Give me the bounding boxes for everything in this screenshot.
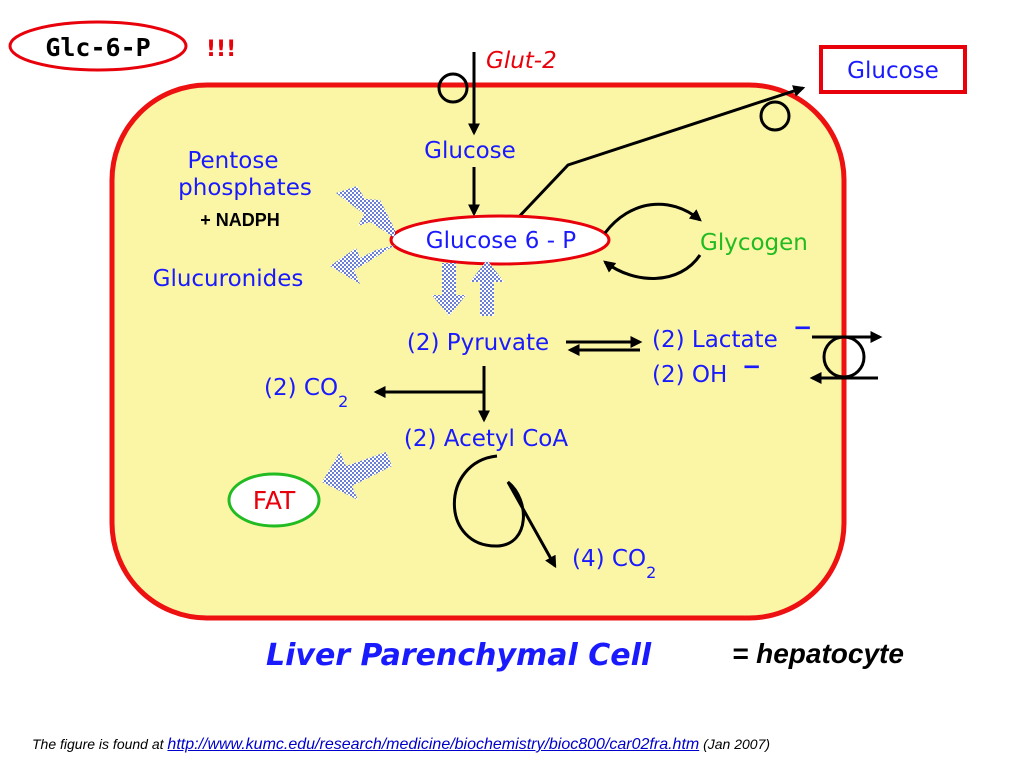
- nadph-label: + NADPH: [200, 210, 280, 230]
- glucose-in-label: Glucose: [424, 138, 516, 164]
- cell-caption-equals: = hepatocyte: [732, 638, 904, 669]
- exclaim-mark: !!!: [206, 37, 236, 62]
- glut2-label: Glut-2: [486, 48, 557, 74]
- co2-bottom-label: (4) CO2: [572, 546, 656, 582]
- g6p-to-pyruvate-hatched-arrow: [432, 263, 466, 316]
- co2-left-label: (2) CO2: [264, 375, 348, 411]
- g6p-to-glycogen-arrow: [603, 202, 702, 234]
- glucose-export-label: Glucose: [847, 58, 939, 84]
- pyruvate-label: (2) Pyruvate: [407, 330, 549, 356]
- glut2-transporter-icon: [437, 72, 469, 104]
- tca-cycle-arrow: [453, 454, 557, 569]
- glucose-export-box: [819, 45, 967, 94]
- glucose-export-arrow: [512, 85, 806, 224]
- pentose-label: Pentose: [187, 148, 278, 174]
- source-link[interactable]: http://www.kumc.edu/research/medicine/bi…: [167, 736, 700, 753]
- pyruvate-to-g6p-hatched-arrow: [470, 260, 504, 316]
- acetyl-to-fat-hatched-arrow: [322, 452, 392, 500]
- footer-suffix: (Jan 2007): [703, 736, 771, 752]
- lactate-minus: −: [793, 315, 812, 341]
- glycogen-to-g6p-arrow: [603, 254, 702, 280]
- glc6p-tag-ellipse: [8, 20, 188, 72]
- g6p-label: Glucose 6 - P: [426, 228, 577, 254]
- pentose-hatched-arrow: [336, 186, 395, 238]
- oh-minus: −: [742, 354, 761, 380]
- footer-prefix: The figure is found at: [32, 736, 164, 752]
- glucuronides-hatched-arrow: [330, 245, 395, 284]
- g6p-highlight-ellipse: [389, 214, 611, 266]
- glc6p-tag-label: Glc-6-P: [45, 33, 150, 62]
- phosphates-label: phosphates: [178, 175, 312, 201]
- fat-ellipse: [227, 472, 321, 528]
- source-footer: The figure is found at http://www.kumc.e…: [32, 736, 1012, 754]
- fat-label: FAT: [253, 486, 296, 515]
- lactate-label: (2) Lactate: [652, 327, 778, 353]
- glucuronides-label: Glucuronides: [153, 266, 304, 292]
- oh-label: (2) OH: [652, 362, 727, 388]
- glycogen-label: Glycogen: [700, 230, 808, 256]
- acetyl-coa-label: (2) Acetyl CoA: [404, 426, 568, 452]
- glut2-export-transporter-icon: [759, 100, 791, 132]
- cell-caption-title: Liver Parenchymal Cell: [266, 638, 652, 673]
